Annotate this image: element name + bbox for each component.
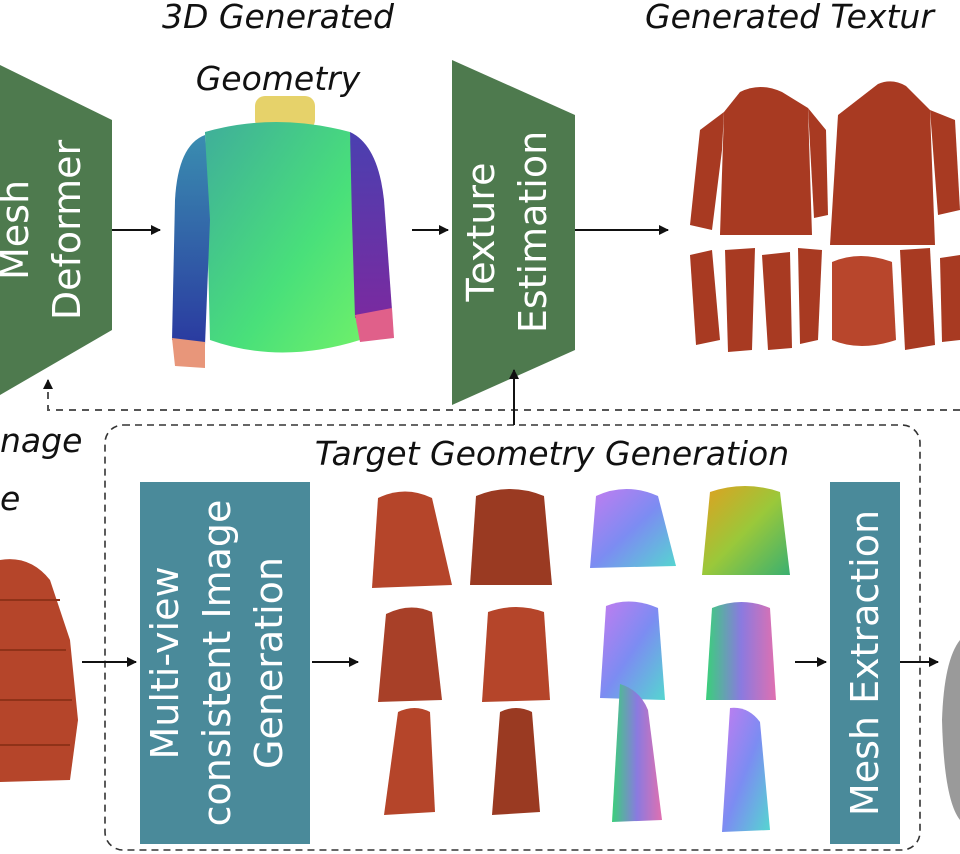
geometry-jacket-image xyxy=(172,96,394,368)
texture-title: Generated Textur xyxy=(645,0,936,36)
mesh-extraction-label: Mesh Extraction xyxy=(843,510,887,816)
geometry-title-line1: 3D Generated xyxy=(162,0,395,36)
multiview-label-3: Generation xyxy=(247,557,291,769)
texture-estimation-block xyxy=(452,60,575,405)
mesh-deformer-label-1: Mesh xyxy=(0,180,37,280)
input-jacket-image xyxy=(0,559,78,782)
multiview-generation-block xyxy=(140,482,310,844)
multiview-image-grid xyxy=(372,486,790,832)
texture-atlas-image xyxy=(690,81,960,352)
texture-estimation-label-1: Texture xyxy=(459,162,503,302)
texture-estimation-label-2: Estimation xyxy=(511,131,555,333)
image-label-line1: nage xyxy=(0,421,82,460)
mesh-deformer-label-2: Deformer xyxy=(45,140,89,321)
image-label-line2: e xyxy=(0,479,20,518)
dashed-feedback-line xyxy=(43,379,960,411)
multiview-label-2: consistent Image xyxy=(195,500,239,827)
output-mesh-image xyxy=(942,640,960,820)
geometry-title-line2: Geometry xyxy=(196,59,361,98)
target-geometry-title: Target Geometry Generation xyxy=(315,434,789,473)
target-geometry-group xyxy=(104,424,921,851)
mesh-deformer-block xyxy=(0,65,112,395)
mesh-extraction-block xyxy=(830,482,900,844)
multiview-label-1: Multi-view xyxy=(143,566,187,759)
